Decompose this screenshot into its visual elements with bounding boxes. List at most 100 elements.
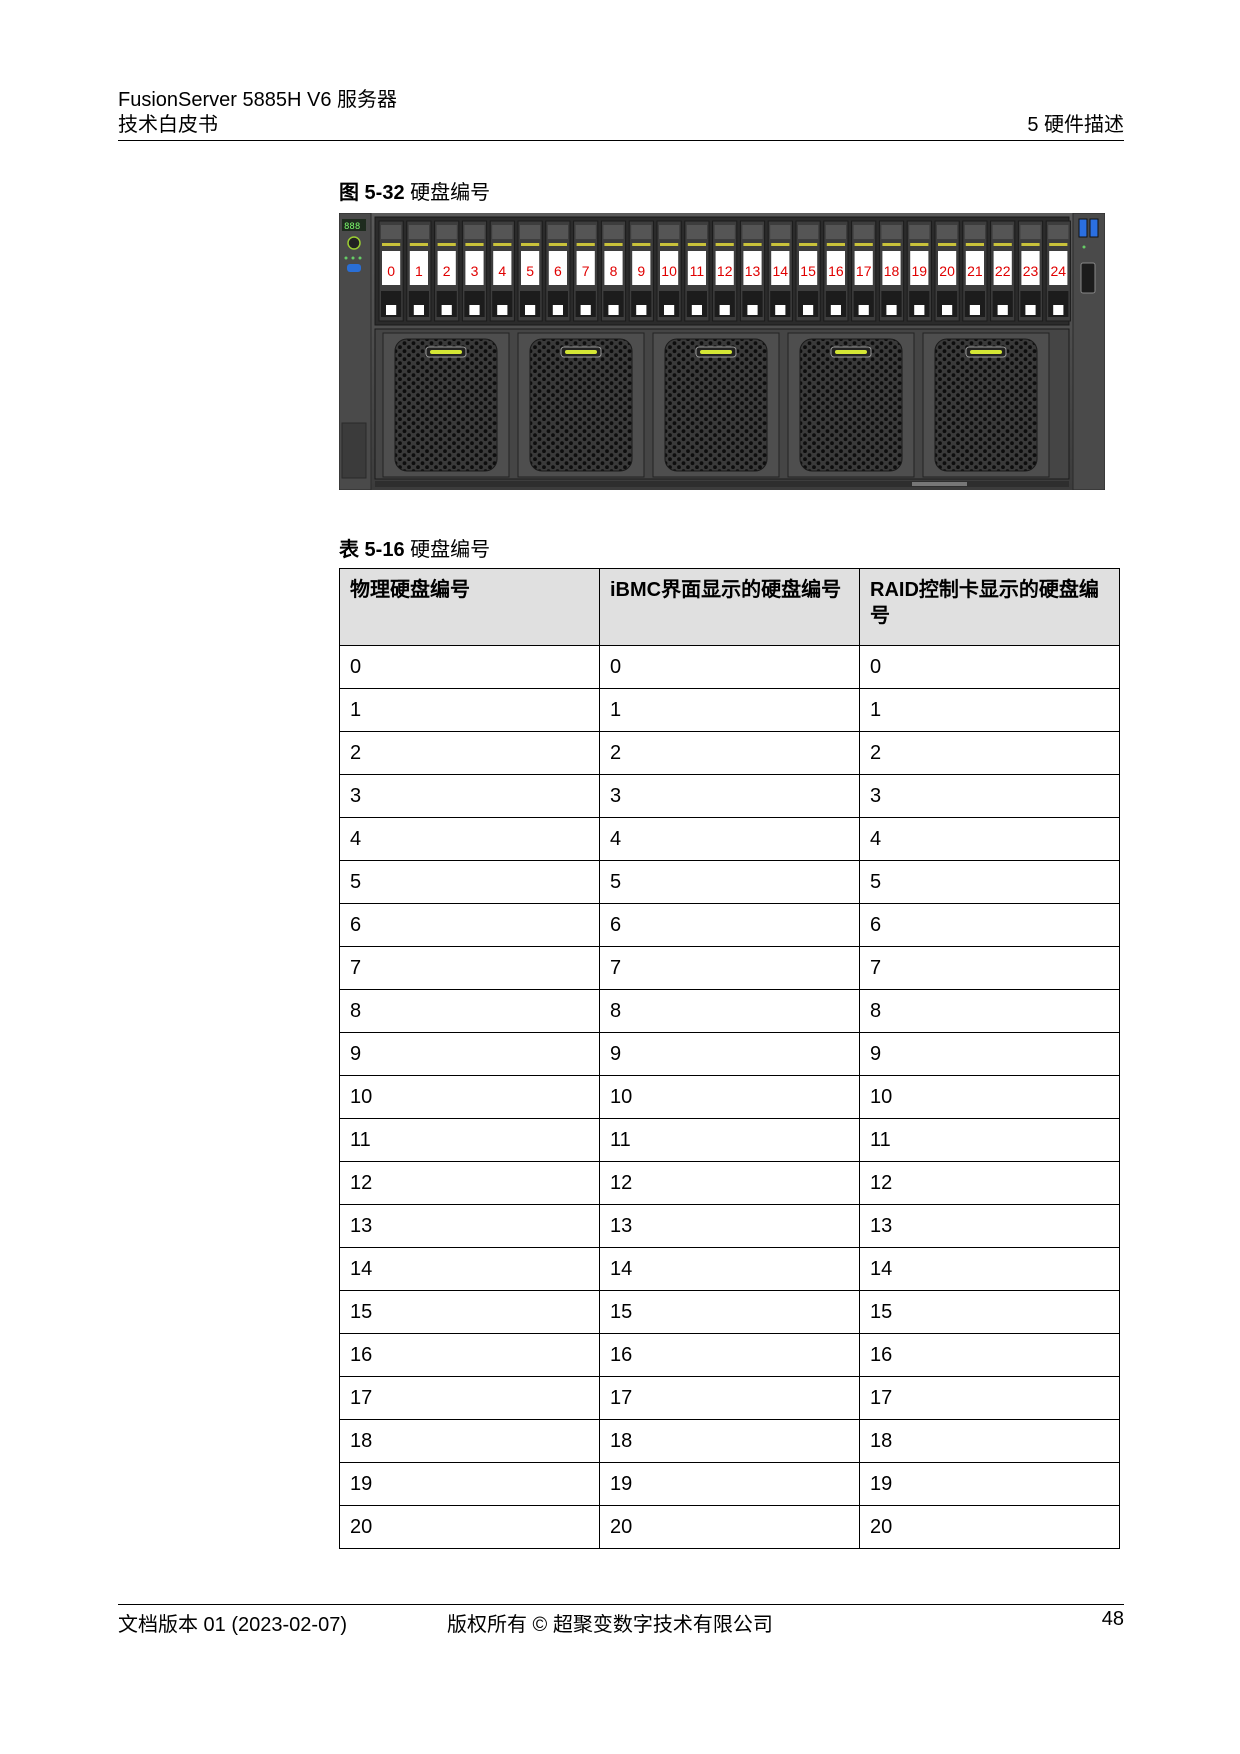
drive-bay: 16 (823, 220, 849, 322)
page-number: 48 (1101, 1608, 1124, 1630)
drive-led-icon (687, 243, 706, 246)
slot-number-label: 2 (443, 263, 451, 279)
drive-bay: 23 (1017, 220, 1044, 322)
drive-led-icon (382, 243, 401, 246)
cell-raid-number: 18 (859, 1419, 1120, 1463)
header-product: FusionServer 5885H V6 服务器 (118, 89, 398, 111)
fan-module (922, 332, 1050, 478)
cell-ibmc-number: 11 (599, 1118, 860, 1162)
power-button-icon (347, 236, 361, 250)
slot-number-label: 14 (773, 263, 789, 279)
header-doc-type: 技术白皮书 (118, 114, 218, 136)
fan-module (652, 332, 780, 478)
cell-raid-number: 19 (859, 1462, 1120, 1506)
cell-raid-number: 14 (859, 1247, 1120, 1291)
slot-number-label: 11 (690, 263, 705, 279)
cell-physical-number: 3 (339, 774, 600, 818)
cell-physical-number: 4 (339, 817, 600, 861)
cell-raid-number: 7 (859, 946, 1120, 990)
drive-bay: 10 (656, 220, 682, 322)
cell-ibmc-number: 15 (599, 1290, 860, 1334)
cell-raid-number: 1 (859, 688, 1120, 732)
slot-number-label: 23 (1023, 263, 1039, 279)
drive-led-icon (1049, 243, 1068, 246)
cell-physical-number: 11 (339, 1118, 600, 1162)
slot-number-label: 5 (526, 263, 534, 279)
drive-led-icon (576, 243, 595, 246)
drive-led-icon (771, 243, 790, 246)
slot-number-label: 13 (745, 263, 761, 279)
cell-ibmc-number: 10 (599, 1075, 860, 1119)
slot-number-label: 24 (1051, 263, 1067, 279)
drive-led-icon (799, 243, 818, 246)
figure-title: 硬盘编号 (410, 182, 491, 204)
fan-handle-icon (430, 350, 462, 354)
table-title: 硬盘编号 (410, 539, 491, 561)
cell-ibmc-number: 16 (599, 1333, 860, 1377)
cell-physical-number: 12 (339, 1161, 600, 1205)
drive-bay: 2 (434, 220, 460, 322)
drive-bay: 12 (712, 220, 738, 322)
table-caption: 表 5-16 硬盘编号 (339, 533, 490, 562)
header-raid-number: RAID控制卡显示的硬盘编号 (859, 568, 1120, 646)
drive-bay: 11 (684, 220, 710, 322)
drive-led-icon (938, 243, 957, 246)
drive-led-icon (854, 243, 873, 246)
drive-led-icon (715, 243, 734, 246)
fan-handle-icon (565, 350, 597, 354)
slot-number-label: 3 (471, 263, 479, 279)
drive-led-icon (993, 243, 1012, 246)
cell-physical-number: 16 (339, 1333, 600, 1377)
slot-number-label: 16 (828, 263, 844, 279)
cell-raid-number: 16 (859, 1333, 1120, 1377)
drive-led-icon (465, 243, 484, 246)
drive-bay: 22 (990, 220, 1016, 322)
drive-led-icon (965, 243, 984, 246)
drive-bay: 13 (739, 220, 766, 322)
cell-ibmc-number: 3 (599, 774, 860, 818)
cell-ibmc-number: 9 (599, 1032, 860, 1076)
drive-led-icon (437, 243, 456, 246)
drive-bay: 19 (906, 220, 932, 322)
cell-raid-number: 2 (859, 731, 1120, 775)
cell-physical-number: 9 (339, 1032, 600, 1076)
drive-bay: 15 (795, 220, 821, 322)
svg-text:888: 888 (344, 222, 360, 232)
cell-ibmc-number: 4 (599, 817, 860, 861)
cell-ibmc-number: 12 (599, 1161, 860, 1205)
figure-caption: 图 5-32 硬盘编号 (339, 176, 490, 205)
drive-bay: 7 (573, 220, 599, 322)
drive-bay: 0 (378, 220, 404, 322)
slot-number-label: 7 (582, 263, 590, 279)
cell-raid-number: 0 (859, 645, 1120, 689)
cell-ibmc-number: 8 (599, 989, 860, 1033)
slot-number-label: 15 (800, 263, 816, 279)
usb-port-icon (1078, 218, 1088, 238)
drive-led-icon (493, 243, 512, 246)
slot-number-label: 8 (610, 263, 618, 279)
slot-number-label: 20 (939, 263, 955, 279)
footer-version: 文档版本 01 (2023-02-07) (118, 1614, 347, 1636)
cell-physical-number: 15 (339, 1290, 600, 1334)
drive-bay: 5 (517, 220, 543, 322)
drive-bay: 3 (461, 220, 488, 322)
cell-physical-number: 13 (339, 1204, 600, 1248)
cell-physical-number: 0 (339, 645, 600, 689)
cell-ibmc-number: 19 (599, 1462, 860, 1506)
drive-led-icon (743, 243, 762, 246)
cell-raid-number: 4 (859, 817, 1120, 861)
fan-module (787, 332, 915, 478)
fan-module (517, 332, 645, 478)
slot-number-label: 12 (717, 263, 733, 279)
cell-ibmc-number: 17 (599, 1376, 860, 1420)
cell-ibmc-number: 0 (599, 645, 860, 689)
